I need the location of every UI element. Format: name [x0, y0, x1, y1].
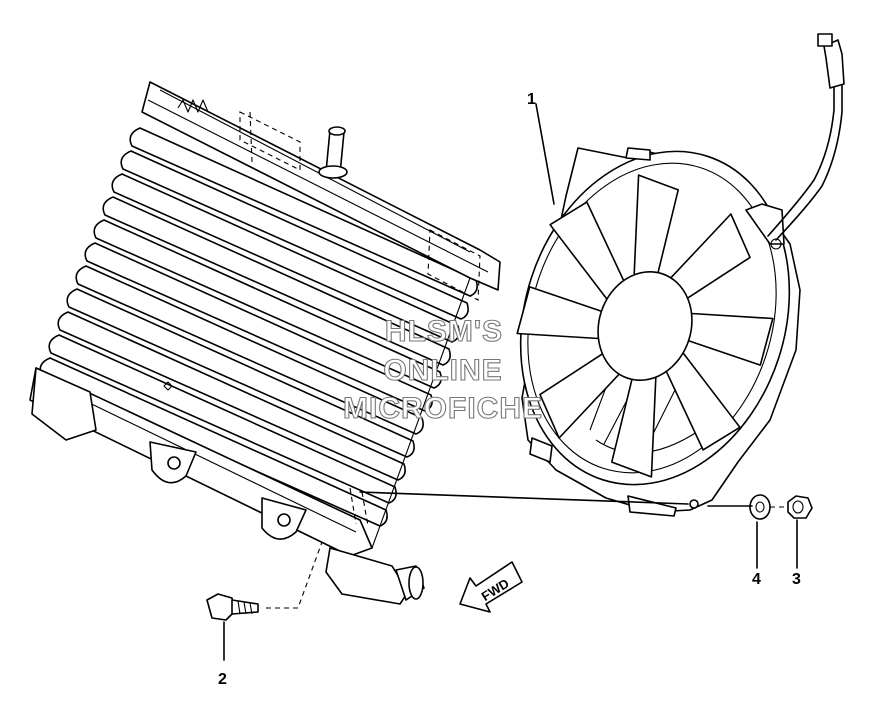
cooler-fin: [66, 288, 415, 458]
cooler-fin: [93, 219, 442, 389]
cooler-fins: [39, 127, 478, 527]
oil-cooler[interactable]: [29, 81, 501, 605]
cooler-inlet-pipe: [318, 126, 348, 179]
cooler-outlet-fitting: [325, 547, 425, 605]
fan-mount-ear-bottom: [627, 495, 677, 517]
callout-1[interactable]: 1: [527, 91, 536, 108]
watermark-line-2: ONLINE: [383, 354, 502, 387]
cooler-fin: [111, 173, 460, 343]
forward-direction-arrow: FWD: [459, 561, 523, 613]
callout-4[interactable]: 4: [752, 571, 761, 588]
cooler-end-block: [31, 367, 97, 441]
callout-2[interactable]: 2: [218, 671, 227, 688]
callout-3[interactable]: 3: [792, 571, 801, 588]
cooler-fin: [102, 196, 451, 366]
bolt-2[interactable]: [206, 593, 259, 621]
cooler-fin: [57, 311, 406, 481]
cooler-fin: [48, 334, 397, 504]
fan-wire-harness: [767, 33, 845, 241]
fan-blades: [516, 174, 774, 478]
cooler-fin: [84, 242, 433, 412]
fan-mount-ear-top: [625, 147, 651, 161]
cooler-fin: [75, 265, 424, 435]
cooling-fan-assembly[interactable]: [479, 33, 845, 520]
cooler-top-tank: [141, 81, 501, 291]
nut-3[interactable]: [787, 495, 813, 519]
watermark: HLSM'S ONLINE MICROFICHE: [342, 314, 543, 425]
fan-mount-ear-right: [745, 203, 785, 245]
fan-hub: [597, 270, 693, 382]
washer-4[interactable]: [749, 494, 771, 520]
leader-lines: [223, 103, 798, 661]
spring-mark: [177, 99, 209, 113]
watermark-line-3: MICROFICHE: [343, 392, 543, 425]
watermark-line-1: HLSM'S: [385, 315, 503, 348]
cooler-fin: [120, 150, 469, 320]
fan-mount-ear-left: [529, 437, 553, 463]
wire-connector: [823, 39, 845, 89]
